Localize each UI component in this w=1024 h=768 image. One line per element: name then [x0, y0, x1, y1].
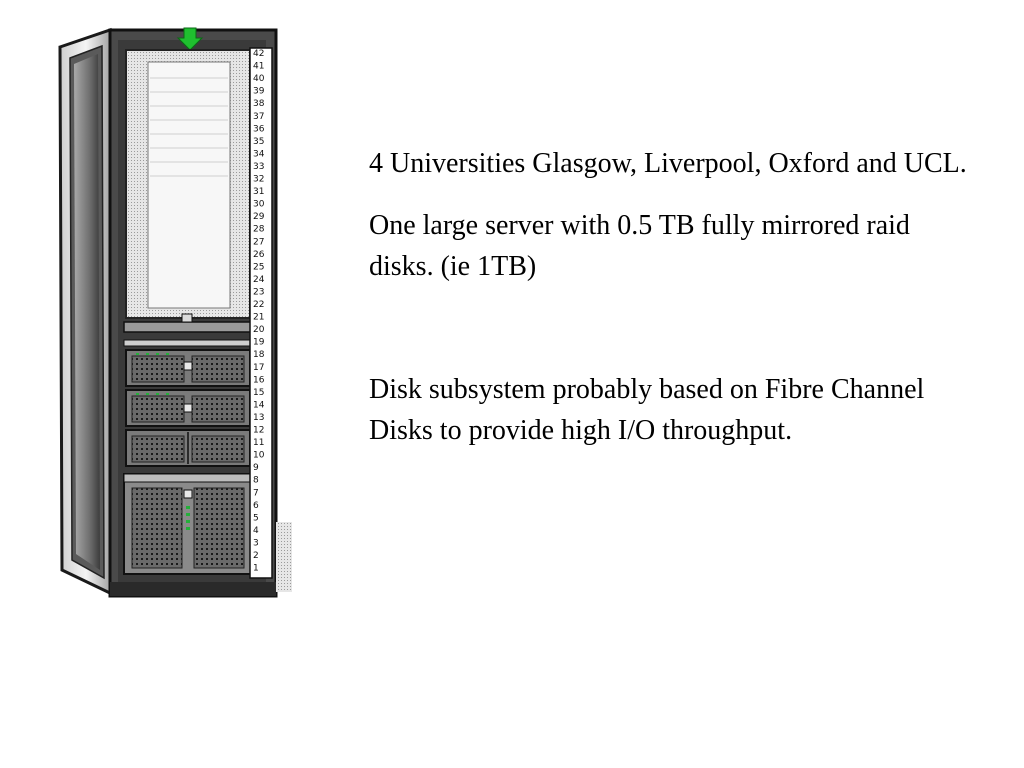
slide-body: 4 Universities Glasgow, Liverpool, Oxfor… — [369, 143, 969, 451]
paragraph-disk-subsystem: Disk subsystem probably based on Fibre C… — [369, 374, 925, 446]
rack-unit-number: 11 — [253, 438, 264, 448]
rack-unit-number: 27 — [253, 237, 264, 247]
rack-unit-number: 7 — [253, 488, 259, 498]
rack-unit-number: 17 — [253, 363, 264, 373]
rack-unit-number: 28 — [253, 225, 265, 235]
rack-unit-number: 36 — [253, 124, 265, 134]
rack-unit-number: 33 — [253, 162, 264, 172]
unit-number-rail: 4241403938373635343332313029282726252423… — [249, 47, 273, 579]
server-unit — [123, 473, 253, 575]
rack-unit-number: 41 — [253, 62, 264, 72]
rack-unit-number: 16 — [253, 375, 265, 385]
rack-unit-number: 5 — [253, 513, 259, 523]
rack-unit-number: 30 — [253, 200, 265, 210]
rack-unit-number: 14 — [253, 400, 265, 410]
rack-unit-number: 40 — [253, 74, 265, 84]
rack-unit-number: 24 — [253, 275, 265, 285]
rack-unit-number: 6 — [253, 501, 259, 511]
rack-unit-number: 2 — [253, 551, 259, 561]
rack-unit-number: 26 — [253, 250, 265, 260]
rack-unit-number: 22 — [253, 300, 264, 310]
rack-unit-number: 3 — [253, 538, 259, 548]
disk-unit — [125, 429, 251, 467]
top-indicator-icon — [176, 27, 204, 51]
rack-unit-number: 12 — [253, 426, 264, 436]
rack-unit-number: 34 — [253, 149, 265, 159]
rack-unit-number: 29 — [253, 212, 265, 222]
paragraph-universities: 4 Universities Glasgow, Liverpool, Oxfor… — [369, 148, 967, 179]
rack-unit-number: 23 — [253, 287, 264, 297]
rack-unit-number: 18 — [253, 350, 265, 360]
disk-unit — [125, 349, 251, 387]
disk-unit — [125, 389, 251, 427]
rack-unit-number: 15 — [253, 388, 264, 398]
rack-unit-number: 21 — [253, 313, 264, 323]
rack-unit-number: 32 — [253, 175, 264, 185]
rack-unit-number: 8 — [253, 476, 259, 486]
rack-unit-number: 13 — [253, 413, 264, 423]
rack-unit-number: 1 — [253, 564, 259, 574]
rack-unit-number: 25 — [253, 262, 264, 272]
rack-unit-number: 10 — [253, 451, 265, 461]
rack-unit-number: 39 — [253, 87, 265, 97]
rack-unit-number: 20 — [253, 325, 265, 335]
rack-unit-number: 42 — [253, 49, 264, 59]
empty-bay — [125, 49, 251, 319]
rack-door — [58, 27, 114, 597]
rack-unit-number: 19 — [253, 338, 265, 348]
rack-unit-number: 35 — [253, 137, 264, 147]
rack-unit-number: 31 — [253, 187, 264, 197]
rack-unit-number: 38 — [253, 99, 265, 109]
rack-base — [110, 522, 292, 596]
rack-unit-number: 4 — [253, 526, 259, 536]
rack-unit-number: 37 — [253, 112, 264, 122]
server-rack-image: 4241403938373635343332313029282726252423… — [58, 27, 292, 598]
paragraph-server: One large server with 0.5 TB fully mirro… — [369, 210, 910, 282]
rack-unit-number: 9 — [253, 463, 259, 473]
